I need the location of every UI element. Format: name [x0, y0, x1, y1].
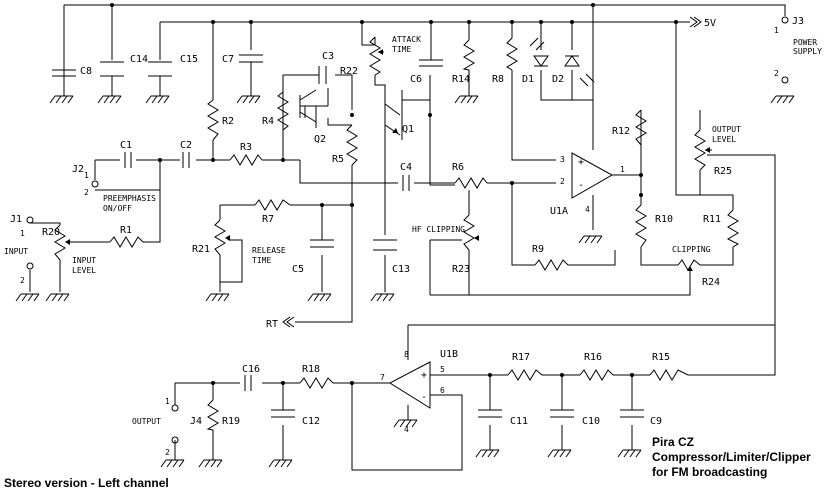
attack-label-1: ATTACK	[392, 35, 421, 44]
c16-label: C16	[242, 364, 260, 375]
release-label-2: TIME	[252, 256, 271, 265]
r23-label: R23	[452, 264, 470, 275]
c15-label: C15	[180, 54, 198, 65]
c7-label: C7	[222, 54, 234, 65]
r19-label: R19	[222, 416, 240, 427]
v5-label: 5V	[704, 18, 716, 29]
c8-label: C8	[80, 66, 92, 77]
r18-label: R18	[302, 364, 320, 375]
u1a-pin4: 4	[585, 205, 590, 214]
u1a-label: U1A	[550, 206, 568, 217]
title-line-3: for FM broadcasting	[652, 465, 767, 479]
r17-label: R17	[512, 352, 530, 363]
r4-label: R4	[262, 116, 274, 127]
c9-label: C9	[650, 416, 662, 427]
c3-label: C3	[322, 51, 334, 62]
u1b-pin6: 6	[440, 386, 445, 395]
j2-pin2: 2	[84, 188, 89, 197]
output-label: OUTPUT	[132, 417, 161, 426]
r5-label: R5	[332, 154, 344, 165]
c14-label: C14	[130, 54, 148, 65]
j4-label: J4	[190, 416, 202, 427]
u1a-pin1: 1	[620, 165, 625, 174]
c10-label: C10	[582, 416, 600, 427]
r25-label: R25	[714, 166, 732, 177]
r9-label: R9	[532, 244, 544, 255]
c4-label: C4	[400, 162, 412, 173]
r8-label: R8	[492, 74, 504, 85]
u1a-pin3: 3	[560, 155, 565, 164]
r11-label: R11	[703, 214, 721, 225]
input-level-label-1: INPUT	[72, 256, 96, 265]
input-level-label-2: LEVEL	[72, 266, 96, 275]
preemphasis-label-2: ON/OFF	[103, 204, 132, 213]
c6-label: C6	[410, 74, 422, 85]
output-level-label-2: LEVEL	[712, 135, 736, 144]
q1-label: Q1	[402, 124, 414, 135]
labels: C8 C14 C15 C7 C3 R22 ATTACK TIME C6 R14 …	[4, 16, 822, 490]
q2-label: Q2	[314, 134, 326, 145]
j1-pin1: 1	[20, 229, 25, 238]
j4-pin2: 2	[165, 448, 170, 457]
r20-label: R20	[42, 227, 60, 238]
u1b-label: U1B	[440, 349, 458, 360]
j1-pin2: 2	[20, 276, 25, 285]
c5-label: C5	[292, 264, 304, 275]
u1b-pin5: 5	[440, 365, 445, 374]
r15-label: R15	[652, 352, 670, 363]
wires	[29, 4, 786, 471]
power-label-1: POWER	[793, 38, 817, 47]
r3-label: R3	[240, 142, 252, 153]
u1b-pin4: 4	[404, 425, 409, 434]
u1a-minus: -	[578, 180, 584, 191]
u1b-pin7: 7	[380, 373, 385, 382]
release-label-1: RELEASE	[252, 246, 286, 255]
d2-label: D2	[552, 74, 564, 85]
c1-label: C1	[120, 140, 132, 151]
title-line-2: Compressor/Limiter/Clipper	[652, 450, 811, 464]
u1b-minus: -	[421, 392, 427, 403]
j3-label: J3	[792, 16, 804, 27]
preemphasis-label-1: PREEMPHASIS	[103, 194, 156, 203]
r14-label: R14	[452, 74, 470, 85]
stereo-note: Stereo version - Left channel	[4, 476, 169, 490]
d1-label: D1	[522, 74, 534, 85]
j2-label: J2	[72, 164, 84, 175]
c2-label: C2	[180, 140, 192, 151]
attack-label-2: TIME	[392, 45, 411, 54]
r21-label: R21	[192, 244, 210, 255]
output-level-label-1: OUTPUT	[712, 125, 741, 134]
u1b-pin8: 8	[404, 350, 409, 359]
r22-label: R22	[340, 66, 358, 77]
title-line-1: Pira CZ	[652, 435, 694, 449]
r2-label: R2	[222, 116, 234, 127]
r10-label: R10	[655, 214, 673, 225]
c12-label: C12	[302, 416, 320, 427]
r1-label: R1	[120, 225, 132, 236]
clipping-label: CLIPPING	[672, 245, 711, 254]
u1a-pin2: 2	[560, 177, 565, 186]
r6-label: R6	[452, 162, 464, 173]
hf-clipping-label: HF CLIPPING	[412, 225, 465, 234]
j4-pin1: 1	[165, 397, 170, 406]
j3-pin2: 2	[774, 69, 779, 78]
j1-label: J1	[10, 214, 22, 225]
r16-label: R16	[584, 352, 602, 363]
input-label: INPUT	[4, 247, 28, 256]
u1b-plus: +	[421, 370, 427, 381]
c11-label: C11	[510, 416, 528, 427]
u1a-plus: +	[578, 157, 584, 168]
r24-label: R24	[702, 277, 720, 288]
c13-label: C13	[392, 264, 410, 275]
j3-pin1: 1	[774, 26, 779, 35]
r12-label: R12	[612, 126, 630, 137]
power-label-2: SUPPLY	[793, 47, 822, 56]
rt-label: RT	[266, 319, 278, 330]
components	[15, 3, 795, 468]
r7-label: R7	[262, 214, 274, 225]
j2-pin1: 1	[84, 171, 89, 180]
